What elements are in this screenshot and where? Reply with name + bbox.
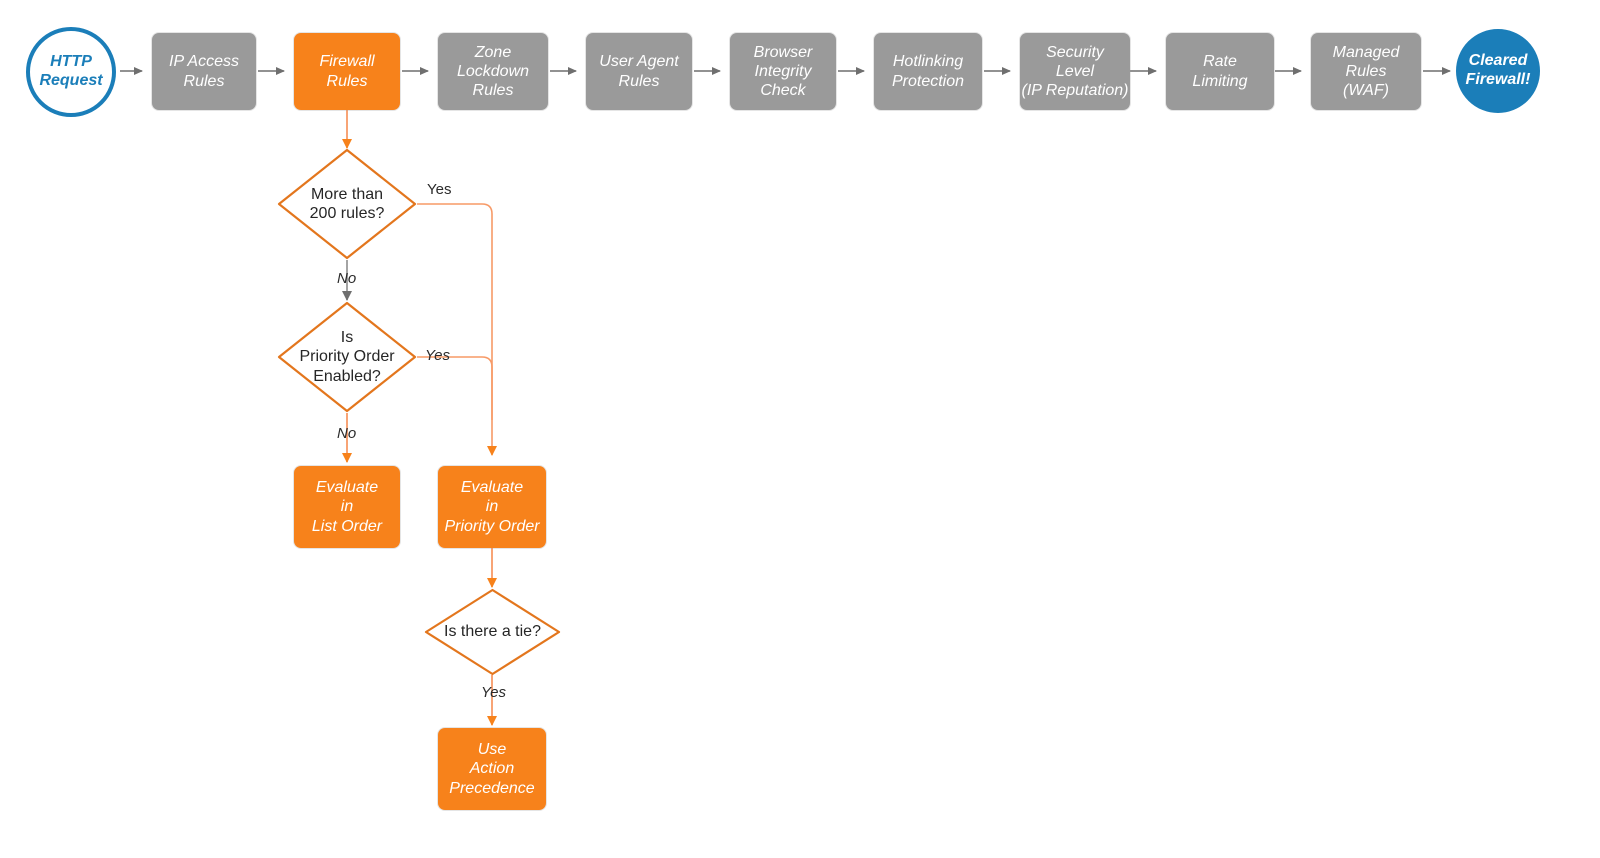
line-1: Zone — [474, 43, 512, 61]
line-2: Rules — [618, 72, 660, 90]
node-zone-lockdown-rules-label: Zone Lockdown Rules — [457, 43, 529, 101]
line-1: Evaluate — [315, 479, 379, 497]
line-3: List Order — [311, 517, 383, 535]
line-2: Limiting — [1192, 72, 1248, 90]
node-browser-integrity-check[interactable]: Browser Integrity Check — [730, 33, 836, 110]
edge-label-decision2-no: No — [337, 425, 357, 442]
line-1: Cleared — [1468, 52, 1528, 70]
node-http-request-label: HTTP Request — [39, 53, 102, 91]
line-3: (WAF) — [1343, 82, 1389, 100]
node-zone-lockdown-rules[interactable]: Zone Lockdown Rules — [438, 33, 548, 110]
decision1-yes-connector — [417, 203, 497, 456]
line-1: Managed — [1332, 43, 1400, 61]
line-3: Check — [760, 82, 806, 100]
line-3: Rules — [472, 82, 514, 100]
node-evaluate-in-list-order-label: Evaluate in List Order — [312, 478, 382, 536]
node-browser-integrity-check-label: Browser Integrity Check — [754, 43, 813, 101]
line-2: Level — [1055, 62, 1095, 80]
node-security-level-label: Security Level (IP Reputation) — [1021, 43, 1128, 101]
node-rate-limiting[interactable]: Rate Limiting — [1166, 33, 1274, 110]
line-1: HTTP — [50, 53, 92, 71]
line-1: Browser — [753, 43, 813, 61]
node-user-agent-rules-label: User Agent Rules — [599, 52, 678, 90]
node-evaluate-in-priority-order-label: Evaluate in Priority Order — [444, 478, 539, 536]
line-2: Action — [469, 760, 515, 778]
node-firewall-rules-label: Firewall Rules — [319, 52, 374, 90]
line-3: Precedence — [449, 779, 535, 797]
line-1: User Agent — [599, 53, 679, 71]
diamond-shape — [277, 148, 417, 260]
line-1: Use — [477, 741, 507, 759]
node-security-level[interactable]: Security Level (IP Reputation) — [1020, 33, 1130, 110]
node-managed-rules-waf-label: Managed Rules (WAF) — [1333, 43, 1400, 101]
edge-label-tie-yes: Yes — [481, 684, 507, 701]
line-2: Request — [39, 72, 103, 89]
line-2: Lockdown — [456, 62, 530, 80]
line-2: in — [340, 498, 354, 516]
line-2: Rules — [326, 72, 368, 90]
node-firewall-rules[interactable]: Firewall Rules — [294, 33, 400, 110]
diamond-shape — [277, 301, 417, 413]
edge-label-decision1-no: No — [337, 270, 357, 287]
line-1: Hotlinking — [892, 53, 964, 71]
node-evaluate-in-list-order[interactable]: Evaluate in List Order — [294, 466, 400, 548]
node-hotlinking-protection[interactable]: Hotlinking Protection — [874, 33, 982, 110]
node-managed-rules-waf[interactable]: Managed Rules (WAF) — [1311, 33, 1421, 110]
node-http-request[interactable]: HTTP Request — [26, 27, 116, 117]
node-more-than-200-rules[interactable]: More than 200 rules? — [277, 148, 417, 260]
node-use-action-precedence-label: Use Action Precedence — [449, 740, 534, 798]
node-use-action-precedence[interactable]: Use Action Precedence — [438, 728, 546, 810]
line-2: Integrity — [754, 62, 812, 80]
node-cleared-firewall[interactable]: Cleared Firewall! — [1456, 29, 1540, 113]
diamond-shape — [424, 588, 561, 676]
node-cleared-firewall-label: Cleared Firewall! — [1466, 52, 1531, 90]
line-1: IP Access — [169, 53, 239, 71]
line-2: Rules — [183, 72, 225, 90]
line-1: Evaluate — [460, 479, 524, 497]
node-is-priority-order-enabled[interactable]: Is Priority Order Enabled? — [277, 301, 417, 413]
line-2: Firewall! — [1465, 71, 1531, 88]
line-1: Rate — [1203, 53, 1237, 71]
line-3: (IP Reputation) — [1021, 82, 1129, 100]
node-is-there-a-tie[interactable]: Is there a tie? — [424, 588, 561, 676]
line-2: Rules — [1345, 62, 1387, 80]
line-3: Priority Order — [444, 517, 540, 535]
line-1: Security — [1046, 43, 1104, 61]
edge-label-decision1-yes: Yes — [427, 181, 452, 198]
node-hotlinking-protection-label: Hotlinking Protection — [892, 52, 964, 90]
node-ip-access-rules-label: IP Access Rules — [169, 52, 239, 90]
line-1: Firewall — [319, 53, 375, 71]
decision2-yes-connector — [417, 356, 493, 420]
line-2: Protection — [891, 72, 965, 90]
node-rate-limiting-label: Rate Limiting — [1192, 52, 1247, 90]
line-2: in — [485, 498, 499, 516]
node-user-agent-rules[interactable]: User Agent Rules — [586, 33, 692, 110]
edge-label-decision2-yes: Yes — [425, 347, 451, 364]
node-ip-access-rules[interactable]: IP Access Rules — [152, 33, 256, 110]
node-evaluate-in-priority-order[interactable]: Evaluate in Priority Order — [438, 466, 546, 548]
